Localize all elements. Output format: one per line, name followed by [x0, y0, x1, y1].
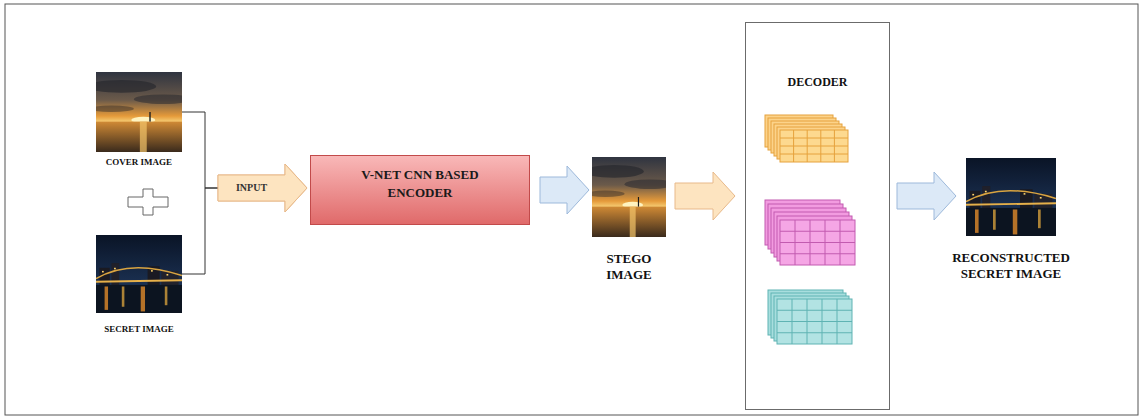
feature-map-orange — [765, 115, 848, 162]
tensor-grid — [780, 220, 855, 265]
decoder-panel: DECODER — [745, 22, 890, 410]
stego-image: STEGO IMAGE — [592, 157, 666, 237]
stego-photo — [585, 157, 675, 237]
reconstructed-photo — [966, 158, 1056, 236]
image-caption: RECONSTRUCTED SECRET IMAGE — [945, 250, 1077, 283]
image-caption: STEGO IMAGE — [597, 251, 661, 284]
flow-arrow — [182, 112, 307, 212]
secret-photo — [96, 235, 182, 313]
reconstructed-image: RECONSTRUCTED SECRET IMAGE — [966, 158, 1056, 236]
secret-image: SECRET IMAGE — [96, 235, 182, 313]
flow-arrow — [182, 164, 307, 274]
block-arrow — [540, 166, 589, 214]
tensor-slice — [780, 220, 855, 265]
arrow-label: INPUT — [234, 182, 269, 194]
image-caption: SECRET IMAGE — [79, 324, 199, 335]
tensor-grid — [777, 299, 852, 344]
block-arrow — [897, 172, 956, 220]
bracket-line — [182, 188, 218, 274]
flow-arrow — [897, 172, 956, 220]
flow-arrow — [540, 166, 589, 214]
flow-arrow — [675, 172, 735, 220]
panel-heading: DECODER — [746, 23, 889, 90]
encoder-box: V-NET CNN BASED ENCODER — [310, 155, 530, 225]
outer-frame — [5, 4, 1138, 415]
cover-image: COVER IMAGE — [96, 72, 182, 152]
feature-map-teal — [768, 290, 852, 344]
tensor-grid — [780, 130, 848, 162]
tensor-slice — [777, 299, 852, 344]
feature-map-pink — [765, 200, 855, 265]
bracket-line — [182, 112, 218, 188]
block-arrow — [218, 164, 307, 212]
block-arrow — [218, 164, 307, 212]
plus-sign — [128, 189, 168, 215]
box-label: V-NET CNN BASED ENCODER — [345, 166, 495, 201]
image-caption: COVER IMAGE — [79, 157, 199, 168]
tensor-slice — [780, 130, 848, 162]
block-arrow — [675, 172, 735, 220]
cover-photo — [87, 72, 192, 152]
